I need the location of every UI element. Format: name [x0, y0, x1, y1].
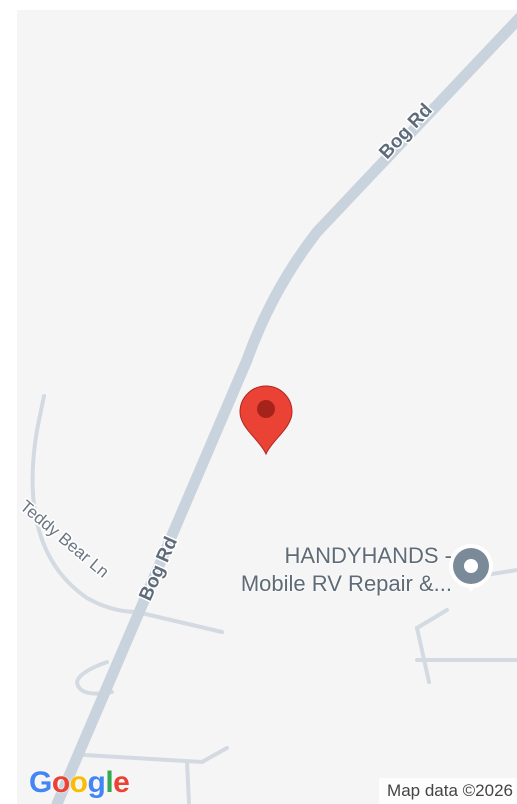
google-logo-letter: l — [105, 766, 114, 799]
location-pin-icon[interactable] — [239, 385, 293, 456]
map-layer: Bog Rd Bog Rd Teddy Bear Ln — [17, 12, 517, 804]
poi-label-line2: Mobile RV Repair &... — [240, 571, 452, 596]
teddy-bear-ln-road — [30, 394, 139, 614]
minor-road-loop — [74, 660, 114, 696]
poi-label-line1: HANDYHANDS - — [284, 543, 452, 568]
poi-label[interactable]: HANDYHANDS - Mobile RV Repair &... — [167, 542, 452, 598]
google-logo-letter: e — [113, 766, 130, 799]
google-logo-letter: g — [87, 766, 106, 799]
google-logo-letter: o — [69, 766, 88, 799]
google-logo: Google — [29, 766, 130, 800]
google-logo-letter: o — [51, 766, 70, 799]
google-logo-letter: G — [29, 766, 52, 799]
map-canvas[interactable]: Bog Rd Bog Rd Teddy Bear Ln HANDYHANDS -… — [17, 10, 517, 804]
map-attribution[interactable]: Map data ©2026 — [379, 778, 517, 804]
minor-road-south-spur — [185, 760, 191, 804]
bog-rd-road — [51, 12, 517, 804]
side-road-to-east — [135, 610, 224, 634]
minor-road-south — [83, 746, 229, 765]
minor-road-east-a — [415, 608, 449, 630]
poi-pin-icon[interactable] — [449, 544, 493, 592]
bog-rd-label-north: Bog Rd — [375, 100, 436, 164]
teddy-bear-ln-label: Teddy Bear Ln — [17, 497, 113, 582]
minor-road-east-b — [415, 626, 431, 684]
